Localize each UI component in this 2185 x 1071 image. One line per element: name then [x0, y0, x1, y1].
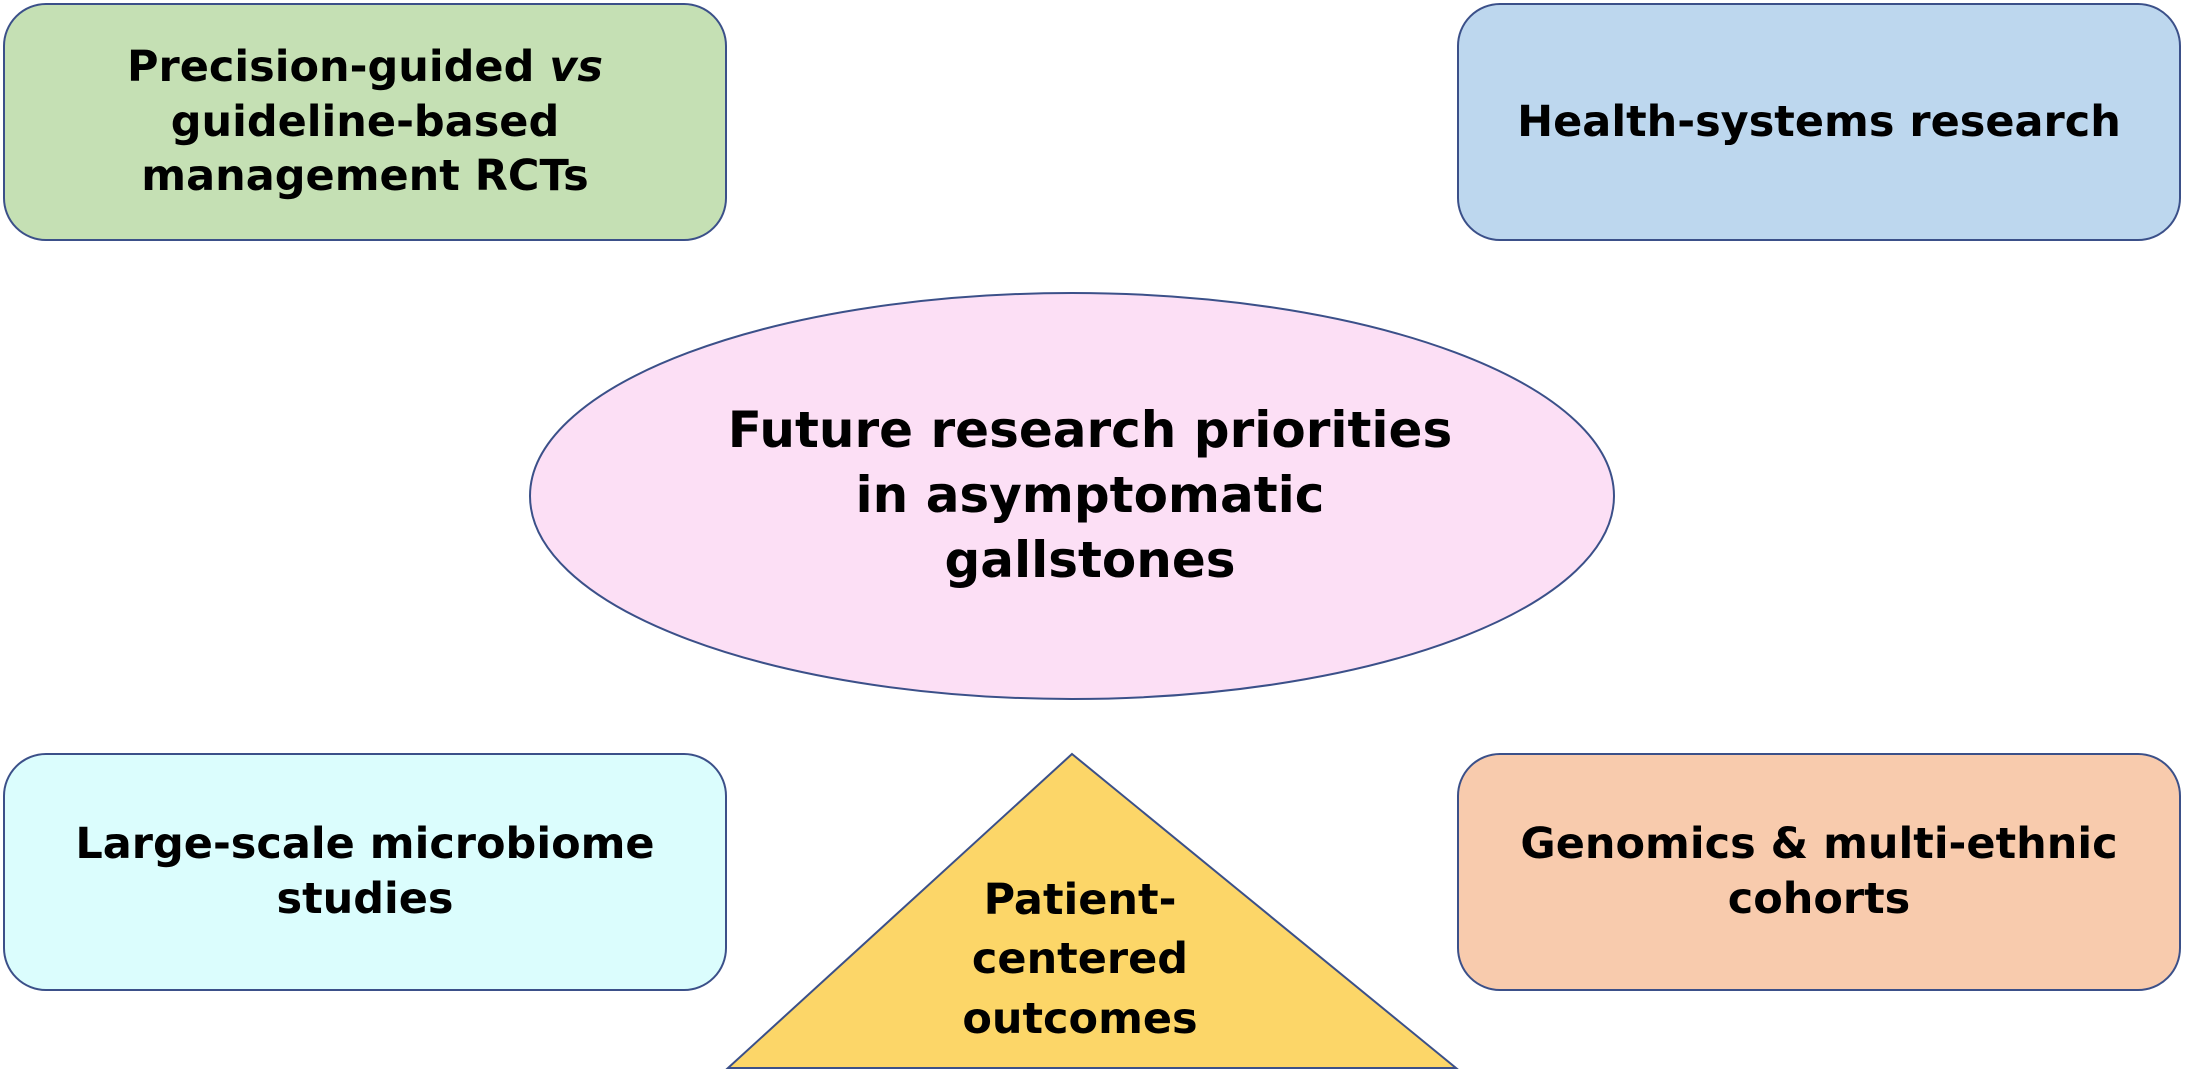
label-line: outcomes	[962, 993, 1198, 1044]
box-bottom-right	[1457, 753, 2181, 991]
box-top-left	[3, 3, 727, 241]
label-text-italic: vs	[549, 42, 603, 93]
label-line: Genomics & multi-ethnic	[1520, 819, 2118, 870]
label-health-systems: Health-systems research	[1458, 4, 2180, 240]
label-line: guideline-based	[170, 96, 560, 147]
label-genomics: Genomics & multi-ethnic cohorts	[1458, 754, 2180, 990]
label-line: studies	[276, 874, 454, 924]
label-center-title: Future research priorities in asymptomat…	[580, 330, 1600, 660]
label-line: centered	[971, 934, 1189, 985]
label-line: management RCTs	[141, 151, 589, 202]
label-line: in asymptomatic	[855, 465, 1325, 524]
box-top-right	[1457, 3, 2181, 241]
label-line: gallstones	[944, 530, 1236, 589]
label-line: Large-scale microbiome	[75, 819, 655, 870]
label-line: cohorts	[1727, 874, 1911, 924]
label-line: Health-systems research	[1517, 96, 2121, 147]
label-patient-centered: Patient- centered outcomes	[880, 865, 1280, 1055]
label-line: Precision-guided vs	[127, 40, 603, 95]
center-ellipse	[529, 292, 1615, 700]
label-microbiome: Large-scale microbiome studies	[4, 754, 726, 990]
label-text: Precision-guided	[127, 42, 550, 93]
triangle-shape	[725, 752, 1459, 1069]
label-line: Patient-	[983, 875, 1177, 925]
label-precision-guided: Precision-guided vs guideline-based mana…	[4, 4, 726, 240]
box-bottom-left	[3, 753, 727, 991]
label-line: Future research priorities	[727, 400, 1453, 459]
